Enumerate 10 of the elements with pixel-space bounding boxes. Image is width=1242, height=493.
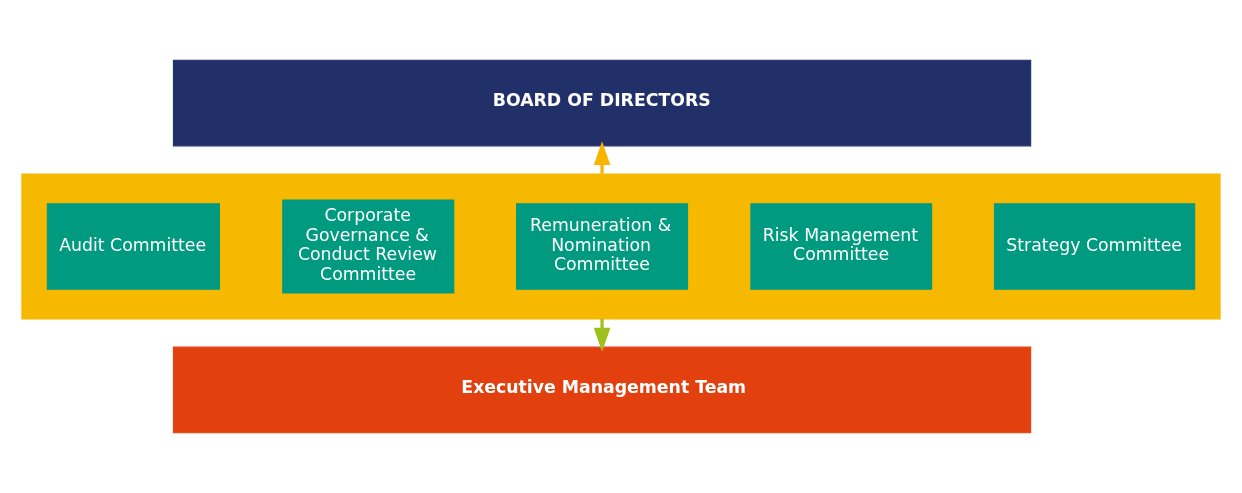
node-box: Strategy Committee xyxy=(993,203,1196,290)
cluster xyxy=(21,173,1221,320)
node-box: Corporate Governance & Conduct Review Committee xyxy=(282,199,455,294)
node-box: Risk Management Committee xyxy=(750,203,933,290)
node-box: BOARD OF DIRECTORS xyxy=(172,59,1032,147)
node-box: Executive Management Team xyxy=(172,346,1032,434)
node-box: Audit Committee xyxy=(46,203,220,290)
arrow xyxy=(593,141,611,174)
node-box: Remuneration & Nomination Committee xyxy=(516,203,689,290)
arrow xyxy=(593,319,611,352)
